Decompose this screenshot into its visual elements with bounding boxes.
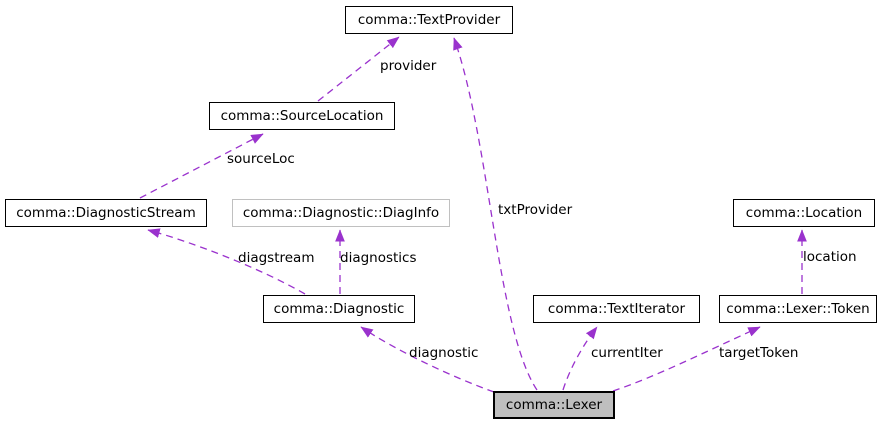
class-node-diaginfo: comma::Diagnostic::DiagInfo — [232, 199, 450, 227]
edge-txtprovider — [453, 37, 538, 391]
edge-label-diagnostic: diagnostic — [409, 345, 479, 361]
class-node-diagnosticstream[interactable]: comma::DiagnosticStream — [5, 199, 207, 227]
edge-label-currentiter: currentIter — [591, 345, 663, 361]
edge-label-txtprovider: txtProvider — [498, 202, 573, 218]
class-node-lexer-current: comma::Lexer — [493, 391, 615, 419]
class-node-sourcelocation[interactable]: comma::SourceLocation — [209, 102, 395, 130]
class-node-lexertoken[interactable]: comma::Lexer::Token — [719, 295, 877, 323]
edge-label-targettoken: targetToken — [719, 345, 799, 361]
edge-label-provider: provider — [380, 58, 437, 74]
edge-diagnostic — [360, 326, 495, 393]
class-node-diagnostic[interactable]: comma::Diagnostic — [263, 295, 415, 323]
edge-label-diagstream: diagstream — [238, 250, 315, 266]
edge-diagstream — [147, 228, 306, 295]
edge-label-location: location — [803, 249, 857, 265]
edge-targettoken — [612, 326, 761, 392]
edge-provider — [317, 36, 400, 102]
edge-label-diagnostics: diagnostics — [340, 250, 417, 266]
class-node-location[interactable]: comma::Location — [733, 199, 875, 227]
edge-label-sourceloc: sourceLoc — [227, 151, 295, 167]
class-node-textprovider[interactable]: comma::TextProvider — [345, 6, 513, 34]
edge-currentiter — [562, 326, 598, 391]
class-node-textiterator[interactable]: comma::TextIterator — [533, 295, 700, 323]
